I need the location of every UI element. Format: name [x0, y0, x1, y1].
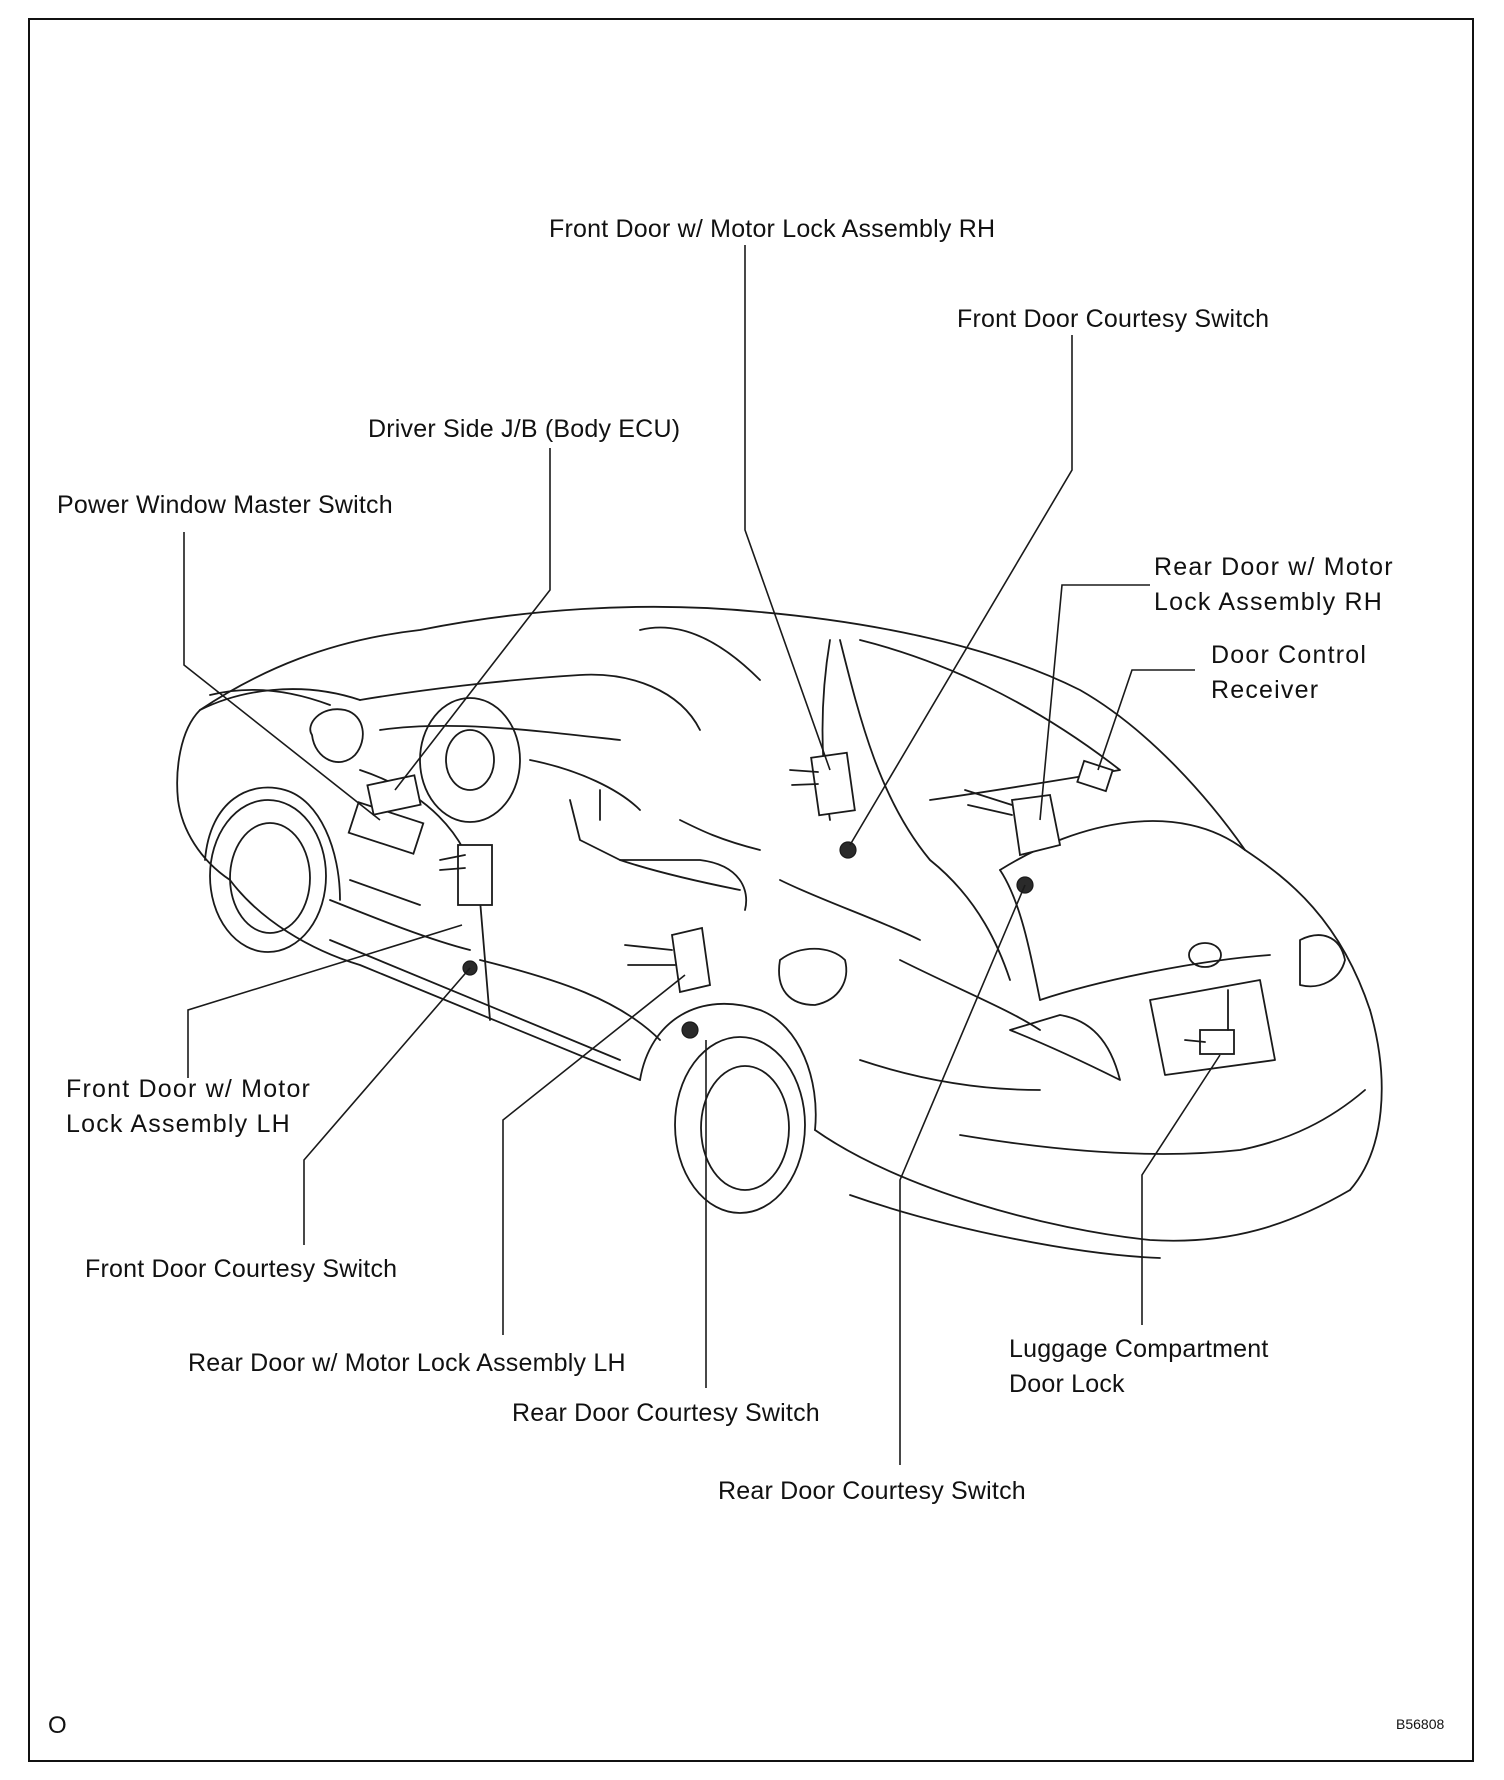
- label-rear-courtesy-switch-rh: Rear Door Courtesy Switch: [718, 1477, 1026, 1505]
- label-power-window-master-switch: Power Window Master Switch: [57, 491, 393, 519]
- label-rear-door-lock-rh-line1: Rear Door w/ Motor: [1154, 553, 1394, 581]
- label-luggage-door-lock-line1: Luggage Compartment: [1009, 1335, 1269, 1363]
- label-rear-door-lock-lh: Rear Door w/ Motor Lock Assembly LH: [188, 1349, 626, 1377]
- rear-courtesy-switch-lh-part: [681, 1021, 699, 1039]
- front-courtesy-switch-rh-part: [839, 841, 857, 859]
- label-rear-door-lock-rh: Rear Door w/ Motor Lock Assembly RH: [1154, 550, 1394, 620]
- corner-mark-left: O: [48, 1712, 67, 1739]
- label-rear-door-lock-rh-line2: Lock Assembly RH: [1154, 588, 1383, 616]
- label-door-control-receiver-line1: Door Control: [1211, 641, 1368, 669]
- label-front-door-lock-rh: Front Door w/ Motor Lock Assembly RH: [549, 215, 996, 243]
- rear-door-lock-lh-part: [670, 926, 712, 994]
- label-door-control-receiver-line2: Receiver: [1211, 676, 1320, 704]
- label-door-control-receiver: Door Control Receiver: [1211, 638, 1367, 708]
- label-front-door-lock-lh: Front Door w/ Motor Lock Assembly LH: [66, 1072, 311, 1142]
- power-window-master-switch-part: [347, 801, 425, 855]
- label-front-courtesy-switch-rh: Front Door Courtesy Switch: [957, 305, 1270, 333]
- label-rear-courtesy-switch-lh: Rear Door Courtesy Switch: [512, 1399, 820, 1427]
- label-luggage-door-lock: Luggage Compartment Door Lock: [1009, 1332, 1269, 1402]
- front-door-lock-rh-part: [810, 751, 856, 817]
- leader-lines: [183, 245, 1221, 1465]
- label-front-door-lock-lh-line1: Front Door w/ Motor: [66, 1075, 312, 1103]
- label-luggage-door-lock-line2: Door Lock: [1009, 1370, 1125, 1398]
- figure-frame: [28, 18, 1474, 1762]
- front-door-lock-lh-part: [457, 844, 493, 906]
- figure-code: B56808: [1396, 1716, 1445, 1732]
- label-driver-side-jb: Driver Side J/B (Body ECU): [368, 415, 681, 443]
- rear-door-lock-rh-part: [1010, 793, 1062, 857]
- label-front-door-lock-lh-line2: Lock Assembly LH: [66, 1110, 291, 1138]
- door-control-receiver-part: [1076, 759, 1114, 793]
- component-parts: [347, 751, 1235, 1055]
- driver-jb-part: [366, 774, 422, 816]
- car-body: [176, 605, 1383, 1259]
- label-front-courtesy-switch-lh: Front Door Courtesy Switch: [85, 1255, 398, 1283]
